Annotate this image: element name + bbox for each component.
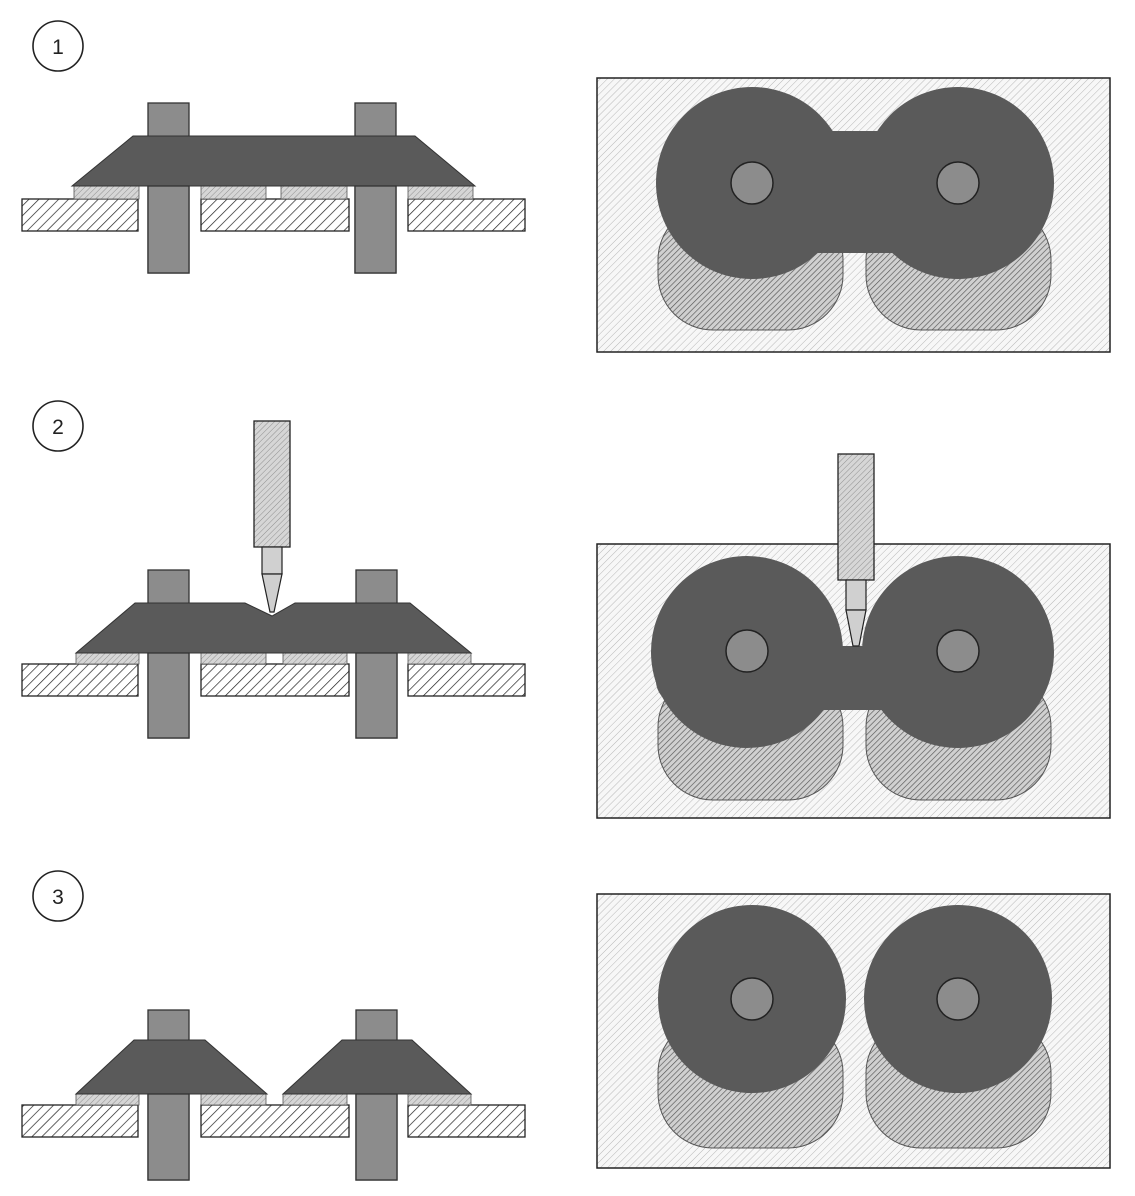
component-pin-top (936, 977, 980, 1021)
step-1: 1 (21, 20, 1111, 353)
cross-section-view (21, 102, 526, 274)
component-pin (147, 185, 190, 274)
step-3: 3 (21, 870, 1111, 1181)
circuit-board (407, 663, 526, 697)
copper-pad (75, 1093, 140, 1106)
circuit-board (200, 663, 350, 697)
step-number-badge: 1 (32, 20, 84, 72)
copper-pad (73, 185, 140, 200)
component-pin-top (730, 977, 774, 1021)
soldering-tool-icon (253, 420, 291, 613)
circuit-board (21, 663, 139, 697)
soldering-tool-icon (837, 453, 875, 647)
solder-bridge (74, 602, 473, 654)
circuit-board (407, 1104, 526, 1138)
top-view (596, 453, 1111, 819)
copper-pad (282, 652, 348, 665)
cross-section-view (21, 420, 526, 739)
component-pin (147, 1093, 190, 1181)
component-pin-top (730, 161, 774, 205)
step-number: 2 (52, 416, 64, 439)
step-number-circle-icon (32, 400, 84, 452)
component-pin (355, 1093, 398, 1181)
component-pin (354, 185, 397, 274)
tool-tip (845, 609, 867, 647)
step-number: 1 (52, 36, 64, 59)
cross-section-view (21, 1009, 526, 1181)
step-number-circle-icon (32, 870, 84, 922)
copper-pad (407, 185, 474, 200)
component-pin-top (936, 629, 980, 673)
component-pin-top (936, 161, 980, 205)
top-view (596, 77, 1111, 353)
circuit-board (21, 1104, 139, 1138)
copper-pad (200, 185, 267, 200)
step-number-badge: 2 (32, 400, 84, 452)
component-pin (147, 652, 190, 739)
tool-shaft (261, 546, 283, 575)
copper-pad (200, 652, 267, 665)
component-pin (355, 652, 398, 739)
solder-bridge (70, 135, 477, 187)
solder-bridge (780, 131, 930, 253)
component-pin-top (725, 629, 769, 673)
solder-overflow (656, 668, 700, 700)
solder-bridge (780, 646, 930, 710)
step-number-circle-icon (32, 20, 84, 72)
tool-handle (253, 420, 291, 548)
copper-pad (280, 185, 348, 200)
tool-handle (837, 453, 875, 581)
circuit-board (21, 198, 139, 232)
circuit-board (200, 1104, 350, 1138)
copper-pad (407, 652, 472, 665)
solder-joint (281, 1039, 473, 1095)
tool-shaft (845, 579, 867, 611)
copper-pad (75, 652, 140, 665)
circuit-board (200, 198, 350, 232)
copper-pad (282, 1093, 348, 1106)
top-view (596, 893, 1111, 1169)
solder-joint (74, 1039, 269, 1095)
circuit-board (407, 198, 526, 232)
step-number-badge: 3 (32, 870, 84, 922)
step-2: 2 (21, 400, 1111, 819)
step-number: 3 (52, 886, 64, 909)
tool-tip (261, 573, 283, 613)
copper-pad (407, 1093, 472, 1106)
copper-pad (200, 1093, 267, 1106)
